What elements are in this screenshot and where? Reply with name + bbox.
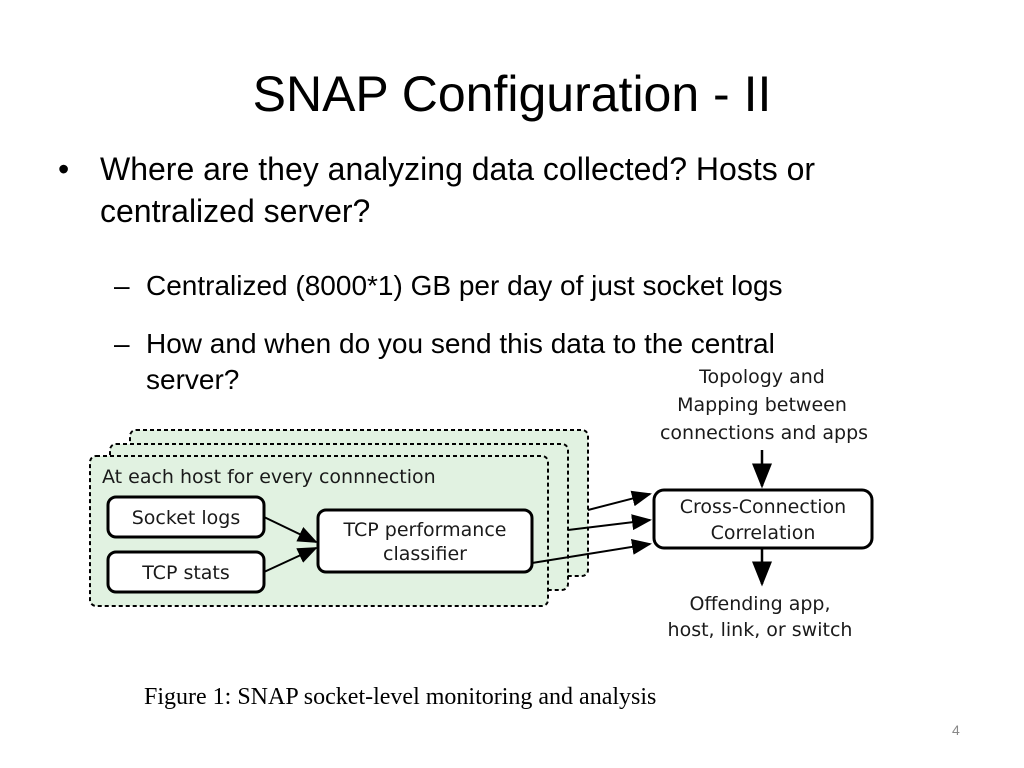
arrow-stats-to-classifier — [263, 547, 318, 573]
topology-label-line2: Mapping between — [677, 394, 847, 416]
arrow-host-middle-to-correlation — [567, 514, 652, 531]
sub-bullet-marker: – — [114, 328, 130, 359]
arrow-socket-to-classifier — [263, 516, 318, 543]
correlation-label-line2: Correlation — [711, 522, 816, 544]
arrow-host-front-to-correlation — [531, 538, 652, 564]
output-label-line2: host, link, or switch — [668, 619, 853, 641]
classifier-box — [316, 508, 534, 574]
classifier-label-line1: TCP performance — [343, 519, 507, 541]
slide-title: SNAP Configuration - II — [252, 66, 772, 122]
classifier-label-line2: classifier — [383, 543, 467, 565]
output-label-line1: Offending app, — [689, 593, 830, 615]
tcp-stats-label: TCP stats — [141, 562, 230, 584]
figure-caption: Figure 1: SNAP socket-level monitoring a… — [144, 684, 657, 710]
bullet-marker: • — [58, 151, 70, 187]
host-panel-label: At each host for every connnection — [102, 466, 436, 488]
bullet-text: Where are they analyzing data collected?… — [100, 151, 816, 229]
arrow-host-back-to-correlation — [587, 490, 652, 511]
sub-bullet-text: Centralized (8000*1) GB per day of just … — [146, 270, 783, 301]
slide-number: 4 — [952, 722, 960, 738]
topology-label-line3: connections and apps — [660, 422, 868, 444]
correlation-label-line1: Cross-Connection — [680, 496, 846, 518]
sub-bullet-text: How and when do you send this data to th… — [146, 328, 775, 395]
socket-logs-label: Socket logs — [132, 507, 241, 529]
topology-label-line1: Topology and — [698, 366, 825, 388]
sub-bullet-marker: – — [114, 270, 130, 301]
